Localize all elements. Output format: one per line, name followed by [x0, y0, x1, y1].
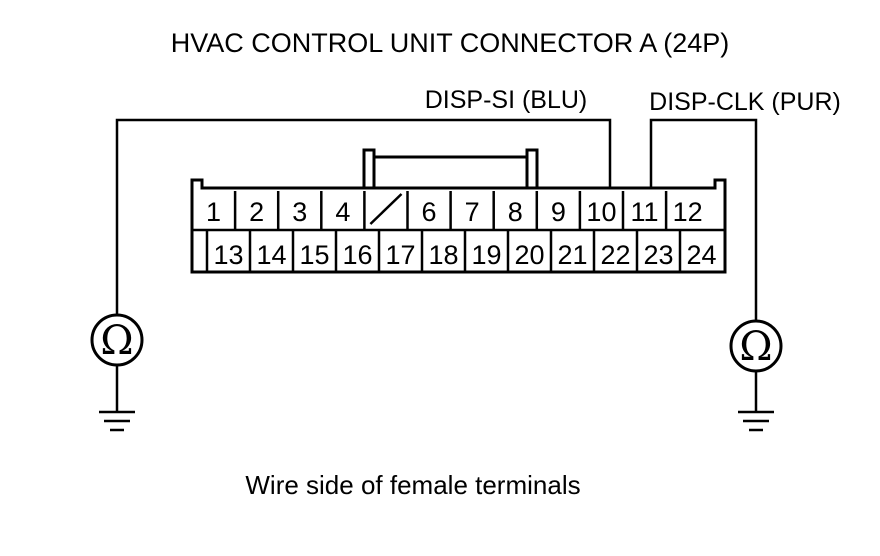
right-probe-wire — [649, 118, 758, 322]
pin-number: 10 — [586, 197, 616, 227]
pin-number: 16 — [342, 240, 372, 270]
pin-number: 11 — [631, 197, 659, 227]
ohm-symbol-left: Ω — [100, 318, 133, 364]
unused-terminal-mark — [369, 193, 403, 225]
pin-number: 21 — [557, 240, 587, 270]
pin-number: 18 — [428, 240, 458, 270]
pin-number: 13 — [213, 240, 243, 270]
pin-number: 19 — [471, 240, 501, 270]
pin-number: 3 — [292, 197, 307, 227]
ohmmeter-icon: Ω — [90, 313, 144, 367]
pin-number: 7 — [465, 197, 480, 227]
pin-number: 9 — [551, 197, 566, 227]
pin-number: 17 — [385, 240, 415, 270]
pin-number: 1 — [206, 197, 221, 227]
pin-number: 15 — [299, 240, 329, 270]
caption: Wire side of female terminals — [245, 470, 580, 500]
pin-number: 20 — [514, 240, 544, 270]
pin-number: 2 — [249, 197, 264, 227]
pin-number: 23 — [643, 240, 673, 270]
wire-label-disp-clk: DISP-CLK (PUR) — [649, 88, 841, 116]
pin-number: 4 — [335, 197, 350, 227]
ohmmeter-icon: Ω — [729, 319, 783, 373]
ground-icon — [738, 410, 774, 432]
pin-number: 22 — [600, 240, 630, 270]
pin-number: 6 — [422, 197, 437, 227]
ohm-symbol-right: Ω — [739, 324, 772, 370]
wire-label-disp-si: DISP-SI (BLU) — [425, 86, 588, 114]
left-probe-wire — [115, 118, 612, 316]
pin-number: 14 — [256, 240, 286, 270]
pin-number: 12 — [673, 197, 703, 227]
pin-number: 8 — [508, 197, 523, 227]
diagram-title: HVAC CONTROL UNIT CONNECTOR A (24P) — [171, 28, 730, 58]
ground-icon — [99, 410, 135, 432]
pin-number: 24 — [686, 240, 716, 270]
